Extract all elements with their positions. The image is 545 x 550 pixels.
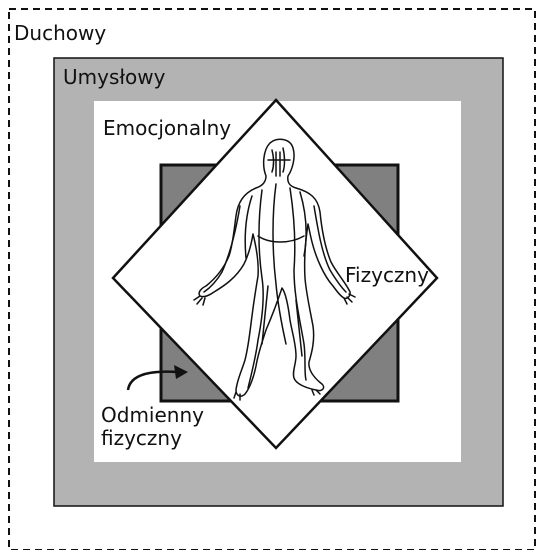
altered-physical-label-line1: Odmienny bbox=[101, 404, 204, 427]
physical-label: Fizyczny bbox=[345, 264, 429, 287]
mental-label: Umysłowy bbox=[63, 66, 166, 89]
emotional-label: Emocjonalny bbox=[103, 117, 231, 140]
spiritual-label: Duchowy bbox=[14, 22, 106, 45]
altered-physical-label: Odmienny fizyczny bbox=[101, 404, 204, 450]
altered-physical-label-line2: fizyczny bbox=[101, 427, 204, 450]
